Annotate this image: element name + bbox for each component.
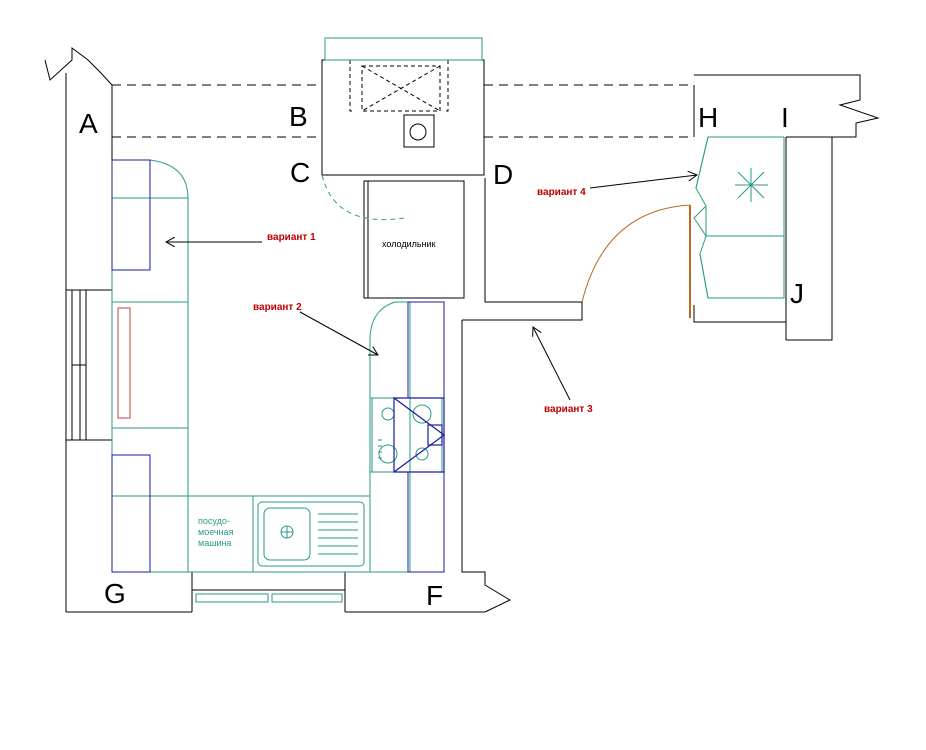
point-label-d: D: [493, 159, 513, 190]
variant-4-arrow: [589, 175, 697, 189]
variant-4-label: вариант 4: [537, 187, 586, 198]
variant-1-label: вариант 1: [267, 232, 316, 243]
variant-2-label: вариант 2: [253, 302, 302, 313]
dishwasher-label-2: моечная: [198, 527, 234, 537]
variant-2-arrow: [299, 311, 378, 355]
dishwasher-label-1: посудо-: [198, 516, 230, 526]
sink: [257, 501, 365, 567]
fridge-label: холодильник: [382, 239, 436, 249]
stove: [371, 397, 443, 473]
room-door: [581, 204, 691, 318]
balcony-door-swing: [321, 174, 405, 221]
right-cabinets: [369, 301, 445, 572]
right-room-cabinet: [693, 136, 785, 299]
point-label-i: I: [781, 102, 789, 133]
vent-icon: [735, 168, 768, 202]
left-cabinets-dark: [111, 159, 151, 573]
variant-arrows: [166, 175, 697, 401]
point-label-b: B: [289, 101, 308, 132]
bottom-cabinets: [188, 495, 410, 573]
point-label-j: J: [790, 278, 804, 309]
point-label-c: C: [290, 157, 310, 188]
point-label-h: H: [698, 102, 718, 133]
right-cabinets-dark: [407, 301, 445, 573]
fridge: [363, 180, 465, 299]
variant-3-label: вариант 3: [544, 404, 593, 415]
stove-hood: [393, 396, 446, 473]
point-label-g: G: [104, 578, 126, 609]
point-label-a: A: [79, 108, 98, 139]
variant-3-arrow: [533, 327, 571, 401]
walls: [44, 37, 880, 613]
dishwasher-label-3: машина: [198, 538, 231, 548]
point-label-f: F: [426, 580, 443, 611]
